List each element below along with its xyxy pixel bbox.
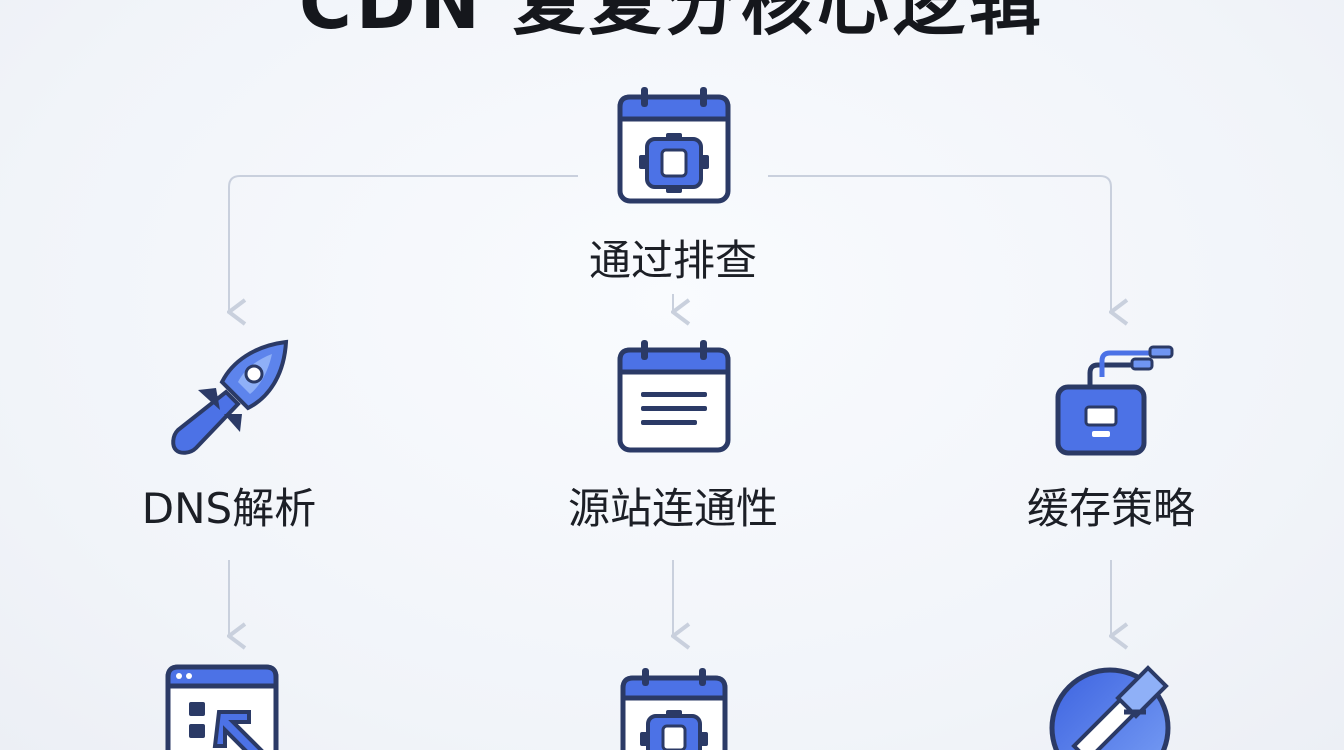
- root-node-label: 通过排查: [588, 236, 757, 285]
- calendar-chip-icon: [620, 668, 728, 750]
- cache-device-icon: [1055, 345, 1174, 456]
- wrench-circle-icon: [1049, 665, 1171, 750]
- connector-root-to-cache: [768, 175, 1111, 312]
- cache-node-label: 缓存策略: [1026, 484, 1195, 533]
- dns-node-label: DNS解析: [141, 484, 317, 533]
- diagram-title: CDN 复复分核心逻辑: [299, 0, 1045, 45]
- rocket-icon: [171, 339, 289, 455]
- browser-window-arrow-icon: [165, 664, 279, 750]
- origin-node-label: 源站连通性: [567, 484, 778, 533]
- calendar-chip-icon: [617, 87, 731, 204]
- connector-root-to-dns: [229, 175, 578, 312]
- calendar-document-icon: [617, 340, 731, 453]
